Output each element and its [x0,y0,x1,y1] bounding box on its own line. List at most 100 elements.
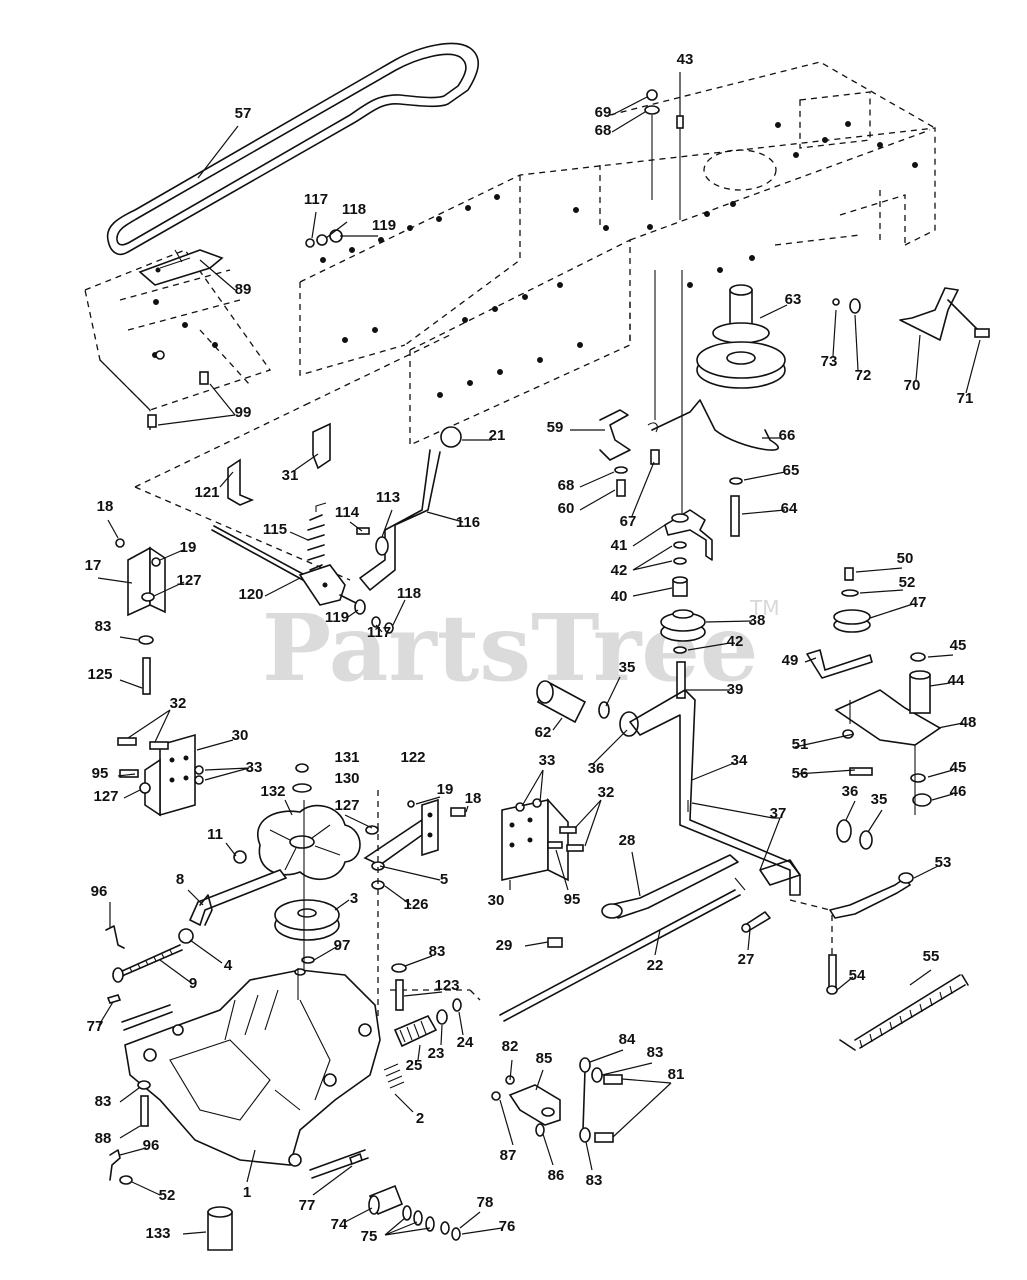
callout-66: 66 [779,427,796,444]
frame-outline [84,61,936,447]
callout-86: 86 [548,1167,565,1184]
idler-arm-66 [647,399,779,451]
callout-74: 74 [331,1216,348,1233]
callout-52: 52 [899,574,916,591]
callout-121: 121 [194,484,219,501]
callout-130: 130 [334,770,359,787]
spring-115 [307,502,327,571]
callout-47: 47 [910,594,927,611]
callout-35: 35 [871,791,888,808]
callout-36: 36 [842,783,859,800]
callout-81: 81 [668,1066,685,1083]
bracket-8 [188,850,288,927]
callout-18: 18 [97,498,114,515]
callout-42: 42 [611,562,628,579]
callout-83: 83 [429,943,446,960]
callout-68: 68 [558,477,575,494]
part-callouts: 5743696811711811989637372707199662131121… [85,51,977,1245]
callout-29: 29 [496,937,513,954]
callout-67: 67 [620,513,637,530]
callout-119: 119 [325,609,349,626]
callout-60: 60 [558,500,575,517]
callout-77: 77 [87,1018,104,1035]
callout-84: 84 [619,1031,636,1048]
callout-115: 115 [263,521,287,538]
callout-30: 30 [488,892,505,909]
callout-5: 5 [440,871,448,888]
callout-113: 113 [376,489,400,506]
spring-2 [383,1063,405,1089]
callout-53: 53 [935,854,952,871]
pulley-3 [274,800,340,975]
callout-69: 69 [595,104,612,121]
callout-34: 34 [731,752,748,769]
callout-48: 48 [960,714,977,731]
callout-117: 117 [367,624,391,641]
callout-63: 63 [785,291,802,308]
callout-40: 40 [611,588,628,605]
callout-72: 72 [855,367,872,384]
callout-38: 38 [749,612,766,629]
callout-120: 120 [238,586,263,603]
callout-9: 9 [189,975,197,992]
callout-116: 116 [456,514,480,531]
callout-75: 75 [361,1228,378,1245]
callout-83: 83 [95,1093,112,1110]
callout-127: 127 [334,797,359,814]
callout-33: 33 [246,759,263,776]
callout-89: 89 [235,281,252,298]
callout-83: 83 [647,1044,664,1061]
callout-68: 68 [595,122,612,139]
callout-96: 96 [143,1137,160,1154]
callout-17: 17 [85,557,102,574]
bushings-bottom [207,1184,461,1251]
callout-83: 83 [95,618,112,635]
callout-77: 77 [299,1197,316,1214]
front-bolts [147,371,209,428]
callout-44: 44 [948,672,965,689]
callout-56: 56 [792,765,809,782]
upper-washers [305,229,343,248]
callout-49: 49 [782,652,799,669]
callout-37: 37 [770,805,787,822]
callout-23: 23 [428,1045,445,1062]
callout-19: 19 [437,781,454,798]
callout-52: 52 [159,1187,176,1204]
callout-24: 24 [457,1034,474,1051]
callout-59: 59 [547,419,564,436]
cross-shaft-34 [629,689,801,896]
plate-31 [312,422,331,470]
callout-32: 32 [170,695,187,712]
callout-126: 126 [403,896,428,913]
callout-71: 71 [957,390,974,407]
keys-and-bolts-left [106,994,363,1185]
bolt-64-washer-65 [729,477,743,537]
callout-123: 123 [434,977,459,994]
callout-125: 125 [87,666,112,683]
callout-118: 118 [342,201,366,218]
bolt-60-washer-68 [614,449,660,497]
callout-87: 87 [500,1147,517,1164]
callout-117: 117 [304,191,328,208]
reference-line [134,334,451,488]
spring-25 [393,998,462,1048]
callout-19: 19 [180,539,197,556]
brake-rod-70 [832,287,990,341]
callout-46: 46 [950,783,967,800]
callout-70: 70 [904,377,921,394]
callout-57: 57 [235,105,252,122]
watermark-trademark: TM [749,596,779,620]
callout-127: 127 [93,788,118,805]
hitch-plate [138,249,224,286]
clip-27 [547,911,771,948]
drive-belt [106,42,479,256]
callout-51: 51 [792,736,809,753]
linkage-53 [789,872,914,995]
callout-25: 25 [406,1057,423,1074]
callout-78: 78 [477,1194,494,1211]
bracket-5 [363,790,466,1020]
top-bolt-stack [644,89,684,520]
callout-88: 88 [95,1130,112,1147]
callout-119: 119 [372,217,396,234]
